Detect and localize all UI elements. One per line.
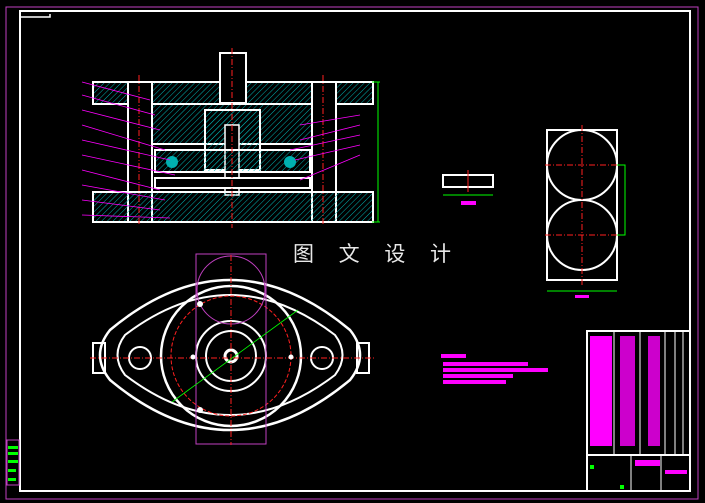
drawing-border [5, 6, 699, 500]
side-revision-strip [6, 439, 20, 486]
part-detail-small [442, 170, 494, 205]
top-plan-view [90, 253, 375, 445]
main-section-view [81, 48, 380, 228]
title-block [586, 330, 691, 492]
part-detail-circles [545, 125, 626, 298]
technical-notes [441, 354, 548, 384]
watermark-text: 图 文 设 计 [293, 242, 461, 266]
